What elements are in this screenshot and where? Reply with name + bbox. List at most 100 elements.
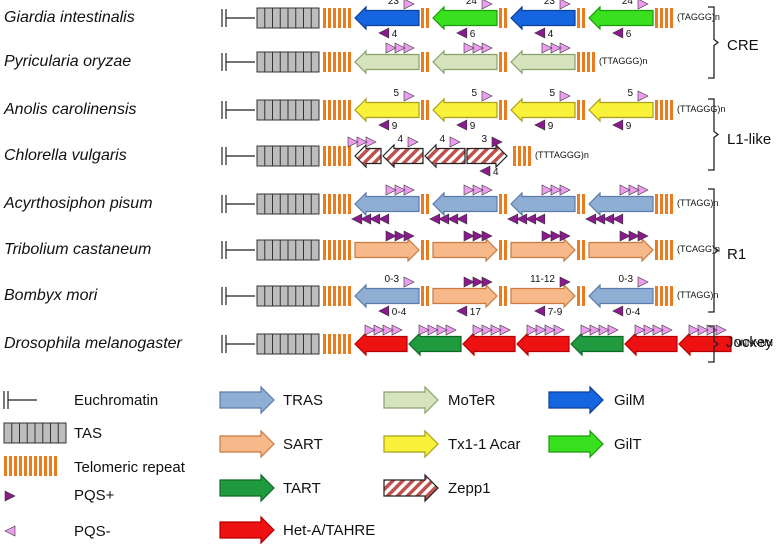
- telomeric-repeat: [421, 240, 429, 260]
- repeat-bar: [577, 240, 580, 260]
- pqs-triangle: [534, 27, 546, 39]
- pqs-triangle: [351, 213, 363, 225]
- element-tart: [408, 324, 462, 357]
- repeat-bar: [323, 100, 326, 120]
- repeat-bar: [323, 240, 326, 260]
- repeat-bar: [34, 456, 37, 476]
- count-label-bottom: 0-4: [626, 307, 641, 318]
- repeat-bar: [333, 52, 336, 72]
- count-label-top: 23: [388, 0, 400, 7]
- tas-block: [256, 145, 320, 167]
- repeat-bar: [421, 52, 424, 72]
- repeat-bar: [343, 334, 346, 354]
- species-label-bombyx: Bombyx mori: [4, 287, 98, 304]
- pqs-triangle: [541, 230, 553, 242]
- zepp-arrow: [466, 143, 508, 169]
- repeat-bar: [323, 8, 326, 28]
- legend-tx1-arrow: [383, 429, 439, 459]
- species-label-anolis: Anolis carolinensis: [4, 101, 137, 118]
- count-label-top: 24: [466, 0, 478, 7]
- heta-arrow: [624, 331, 678, 357]
- repeat-bar: [333, 334, 336, 354]
- tas-block: [256, 193, 320, 215]
- element-tx1: 59: [510, 88, 585, 132]
- repeat-bar: [582, 240, 585, 260]
- repeat-bar: [421, 8, 424, 28]
- telomeric-repeat: [421, 52, 429, 72]
- pqs-triangle: [534, 213, 546, 225]
- repeat-bar: [660, 8, 663, 28]
- group-bracket-cre: [708, 6, 720, 79]
- repeat-bar: [328, 286, 331, 306]
- pqs-triangle: [449, 136, 461, 148]
- legend-gilt-arrow: [548, 429, 604, 459]
- repeat-bar: [348, 240, 351, 260]
- sart-arrow: [432, 237, 498, 263]
- legend-label-tras: TRAS: [283, 392, 324, 409]
- telomeric-repeat: [499, 52, 507, 72]
- repeat-bar: [338, 52, 341, 72]
- zepp-arrow: [424, 143, 466, 169]
- repeat-bar: [421, 100, 424, 120]
- repeat-bar: [655, 100, 658, 120]
- repeat-bar: [518, 146, 521, 166]
- telomeric-repeat: [323, 286, 351, 306]
- tas-block: [256, 239, 320, 261]
- pqs-triangle: [403, 0, 415, 10]
- repeat-bar: [323, 334, 326, 354]
- repeat-bar: [348, 100, 351, 120]
- tx1-arrow: [510, 97, 576, 123]
- pqs-triangle: [378, 305, 390, 317]
- group-bracket-jockey: [708, 325, 720, 363]
- repeat-bar: [343, 146, 346, 166]
- count-label-top: 24: [622, 0, 634, 7]
- legend-label-sart: SART: [283, 436, 323, 453]
- element-sart: [432, 230, 507, 263]
- pqs-triangle: [634, 324, 646, 336]
- repeat-bar: [655, 194, 658, 214]
- repeat-bar: [499, 8, 502, 28]
- repeat-bar: [665, 194, 668, 214]
- repeat-suffix: (TTAGGG)n: [599, 56, 647, 66]
- repeat-bar: [499, 286, 502, 306]
- repeat-bar: [426, 194, 429, 214]
- repeat-bar: [504, 194, 507, 214]
- telomeric-repeat: [513, 146, 531, 166]
- repeat-bar: [343, 286, 346, 306]
- legend-telomeric-repeat-icon: [4, 456, 57, 476]
- telomeric-repeat: [577, 286, 585, 306]
- row-pyricularia: (TTAGGG)n: [221, 42, 647, 75]
- repeat-bar: [426, 286, 429, 306]
- repeat-bar: [426, 240, 429, 260]
- count-label-top: 4: [439, 134, 445, 145]
- repeat-bar: [338, 146, 341, 166]
- count-label-bottom: 4: [548, 29, 554, 40]
- pqs-triangle: [525, 213, 537, 225]
- pqs-triangle: [541, 42, 553, 54]
- repeat-bar: [338, 240, 341, 260]
- gilm-arrow: [354, 5, 420, 31]
- pqs-triangle: [403, 90, 415, 102]
- element-tras: [507, 184, 585, 225]
- telomeric-repeat: [577, 100, 585, 120]
- gilt-arrow: [432, 5, 498, 31]
- repeat-suffix: (TTTAGGG)n: [535, 150, 589, 160]
- legend-label-tart: TART: [283, 480, 321, 497]
- repeat-bar: [328, 100, 331, 120]
- element-sart: 17: [432, 276, 507, 318]
- pqs-triangle: [612, 119, 624, 131]
- repeat-bar: [421, 240, 424, 260]
- repeat-bar: [29, 456, 32, 476]
- sart-arrow: [432, 283, 498, 309]
- element-zepp: 4: [424, 134, 466, 169]
- count-label-bottom: 0-4: [392, 307, 407, 318]
- telomeric-repeat: [421, 194, 429, 214]
- count-label-top: 0-3: [385, 274, 400, 285]
- row-tribolium: (TCAGG)n: [221, 230, 720, 263]
- telomeric-repeat: [655, 240, 673, 260]
- pqs-triangle: [541, 184, 553, 196]
- element-tx1: 59: [354, 88, 429, 132]
- repeat-bar: [14, 456, 17, 476]
